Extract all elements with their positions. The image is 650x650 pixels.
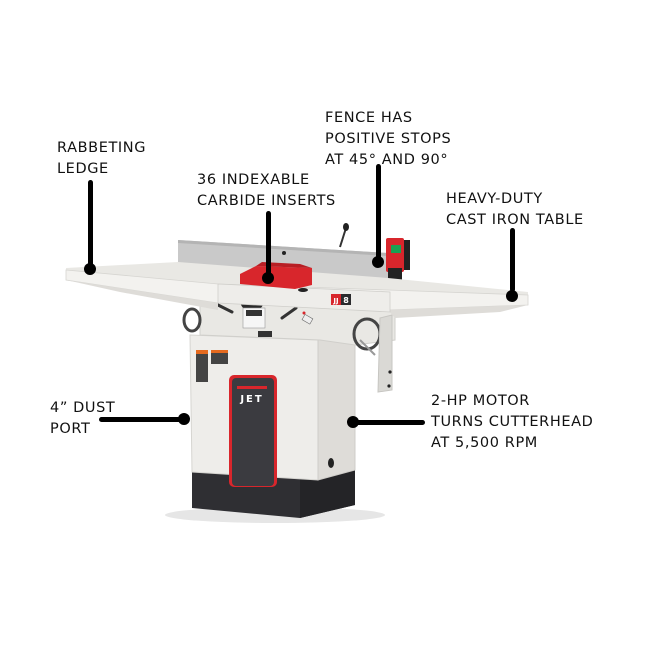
power-switch <box>386 238 410 282</box>
callout-text: CAST IRON TABLE <box>446 212 584 228</box>
callout-text: CARBIDE INSERTS <box>197 193 336 209</box>
callout-text: HEAVY-DUTY <box>446 191 543 207</box>
leader-line-fence-stops <box>376 164 381 260</box>
leader-dot-rabbeting-ledge <box>84 263 96 275</box>
callout-text: 2-HP MOTOR <box>431 393 530 409</box>
callout-text: FENCE HAS <box>325 110 413 126</box>
svg-text:JET: JET <box>239 394 263 405</box>
leader-dot-carbide-inserts <box>262 272 274 284</box>
leader-dot-motor <box>347 416 359 428</box>
callout-rabbeting-ledge: RABBETING LEDGE <box>57 138 146 180</box>
callout-text: AT 5,500 RPM <box>431 435 538 451</box>
leader-line-carbide-inserts <box>266 211 271 277</box>
svg-text:8: 8 <box>343 296 349 305</box>
leader-dot-cast-iron-table <box>506 290 518 302</box>
callout-text: 36 INDEXABLE <box>197 172 310 188</box>
leader-line-motor <box>353 420 425 425</box>
callout-cast-iron-table: HEAVY-DUTY CAST IRON TABLE <box>446 189 584 231</box>
leader-dot-fence-stops <box>372 256 384 268</box>
leader-line-rabbeting-ledge <box>88 180 93 269</box>
callout-text: RABBETING <box>57 140 147 156</box>
callout-fence-stops: FENCE HAS POSITIVE STOPS AT 45° AND 90° <box>325 108 451 171</box>
callout-dust-port: 4” DUST PORT <box>50 398 115 440</box>
callout-text: AT 45° AND 90° <box>325 152 449 168</box>
callout-text: PORT <box>50 421 91 437</box>
callout-motor: 2-HP MOTOR TURNS CUTTERHEAD AT 5,500 RPM <box>431 391 593 454</box>
callout-text: 4” DUST <box>50 400 116 416</box>
callout-text: TURNS CUTTERHEAD <box>431 414 594 430</box>
callout-text: LEDGE <box>57 161 109 177</box>
svg-text:JJ: JJ <box>332 297 338 305</box>
cabinet-door: JET <box>229 375 277 487</box>
leader-line-dust-port <box>99 417 183 422</box>
leader-line-cast-iron-table <box>510 228 515 292</box>
callout-carbide-inserts: 36 INDEXABLE CARBIDE INSERTS <box>197 170 336 212</box>
callout-text: POSITIVE STOPS <box>325 131 452 147</box>
leader-dot-dust-port <box>178 413 190 425</box>
model-badge: JJ 8 <box>331 294 351 305</box>
